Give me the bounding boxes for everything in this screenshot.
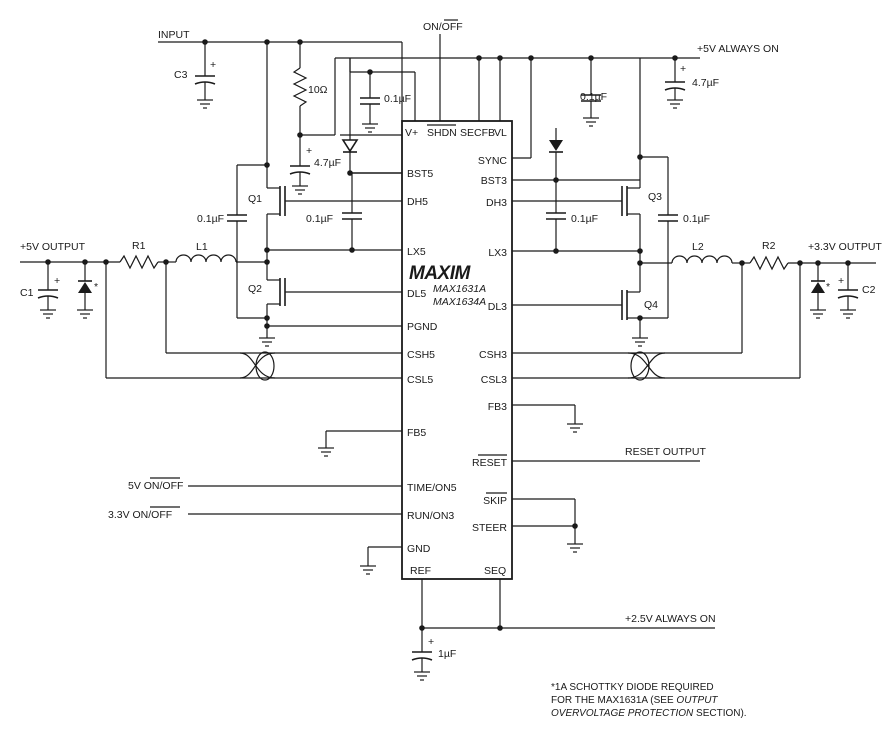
label-c-q3: 0.1µF [683,213,710,225]
note-line-3-italic: OVERVOLTAGE PROTECTION [551,708,694,719]
plus-c3: + [210,59,216,71]
net-33v-on-off: 3.3V ON/OFF [108,509,172,521]
pin-csl5: CSL5 [407,374,433,386]
label-q4: Q4 [644,299,658,311]
pin-gnd: GND [407,543,431,555]
net-5v-always-on: +5V ALWAYS ON [697,43,779,55]
ic-body [401,120,513,580]
pin-ref: REF [410,565,431,577]
plus-c-ref: + [428,636,434,648]
label-l2: L2 [692,241,704,253]
ic-logo: MAXIM [409,263,472,284]
label-l1: L1 [196,241,208,253]
label-c-vl: 0.1µF [580,91,607,103]
label-c1: C1 [20,287,34,299]
plus-c-aon: + [680,63,686,75]
pin-seq: SEQ [484,565,506,577]
label-c3: C3 [174,69,188,81]
label-r1: R1 [132,240,146,252]
pin-secfb: SECFB [460,127,495,139]
net-5v-output: +5V OUTPUT [20,241,86,253]
pin-csh5: CSH5 [407,349,435,361]
label-q2: Q2 [248,283,262,295]
star-left: * [94,281,98,293]
label-r2: R2 [762,240,776,252]
note-line-1: *1A SCHOTTKY DIODE REQUIRED [551,682,714,693]
label-c-aon: 4.7µF [692,77,719,89]
plus-c1: + [54,275,60,287]
pin-dh5: DH5 [407,196,428,208]
pin-pgnd: PGND [407,321,438,333]
label-c-top-left: 0.1µF [384,93,411,105]
label-c-bst5: 0.1µF [306,213,333,225]
plus-c2: + [838,275,844,287]
net-input: INPUT [158,29,190,41]
pin-dl5: DL5 [407,288,426,300]
plus-c-vplus: + [306,145,312,157]
ic-part-1: MAX1631A [433,283,486,295]
net-5v-on-off: 5V ON/OFF [128,480,183,492]
net-on-off: ON/OFF [423,21,463,33]
label-q1: Q1 [248,193,262,205]
label-c2: C2 [862,284,876,296]
pin-lx3: LX3 [488,247,507,259]
label-c-ref: 1µF [438,648,456,660]
pin-shdn: SHDN [427,127,457,139]
pin-lx5: LX5 [407,246,426,258]
pin-csl3: CSL3 [481,374,507,386]
label-c-q1: 0.1µF [197,213,224,225]
pin-sync: SYNC [478,155,508,167]
net-reset-output: RESET OUTPUT [625,446,706,458]
net-25v-always-on: +2.5V ALWAYS ON [625,613,716,625]
pin-csh3: CSH3 [479,349,507,361]
note-line-2-italic: OUTPUT [676,695,718,706]
star-right: * [826,281,830,293]
pin-time-on5: TIME/ON5 [407,482,457,494]
label-q3: Q3 [648,191,662,203]
label-c-vplus: 4.7µF [314,157,341,169]
net-33v-output: +3.3V OUTPUT [808,241,882,253]
pin-dl3: DL3 [488,301,507,313]
pin-bst3: BST3 [481,175,507,187]
pin-fb3: FB3 [488,401,507,413]
pin-dh3: DH3 [486,197,507,209]
ic-part-2: MAX1634A [433,296,486,308]
pin-bst5: BST5 [407,168,433,180]
note-line-3-text: SECTION). [693,708,746,719]
label-r10: 10Ω [308,84,328,96]
note-line-3: OVERVOLTAGE PROTECTION SECTION). [551,708,747,719]
pin-vplus: V+ [405,127,418,139]
pin-run-on3: RUN/ON3 [407,510,454,522]
pin-steer: STEER [472,522,507,534]
pin-vl: VL [494,127,507,139]
pin-reset: RESET [472,457,508,469]
label-c-bst3: 0.1µF [571,213,598,225]
pin-skip: SKIP [483,495,507,507]
pin-fb5: FB5 [407,427,426,439]
note-line-2: FOR THE MAX1631A (SEE OUTPUT [551,695,718,706]
note-line-2-text: FOR THE MAX1631A (SEE [551,695,676,706]
